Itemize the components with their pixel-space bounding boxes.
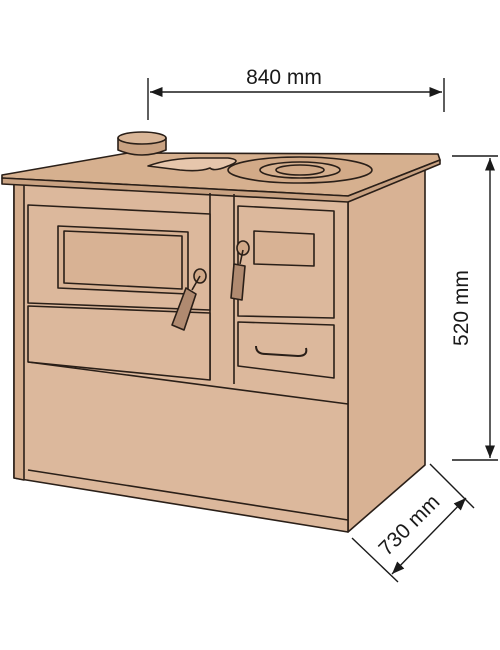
depth-extension-top <box>429 463 475 509</box>
firebox-door-window <box>253 230 315 267</box>
stove-side-panel <box>347 169 426 533</box>
ash-drawer <box>237 321 335 379</box>
flue-top <box>117 131 167 145</box>
depth-extension-bottom <box>351 537 399 583</box>
firebox-panel <box>27 305 211 381</box>
firebox-door-handle <box>230 240 250 301</box>
oven-door-handle <box>171 268 207 331</box>
width-label: 840 mm <box>246 66 322 89</box>
top-lid-cutout <box>147 157 237 172</box>
ash-drawer-handle <box>255 345 308 357</box>
depth-dimension-line <box>391 497 467 575</box>
stove-left-edge <box>13 181 25 481</box>
hotplate-inner-ring <box>275 164 325 176</box>
height-label: 520 mm <box>450 270 473 346</box>
stove-plinth <box>27 361 349 521</box>
oven-door-window-inner <box>63 230 183 290</box>
depth-label: 730 mm <box>374 490 444 560</box>
stove-top-edge <box>1 159 441 203</box>
